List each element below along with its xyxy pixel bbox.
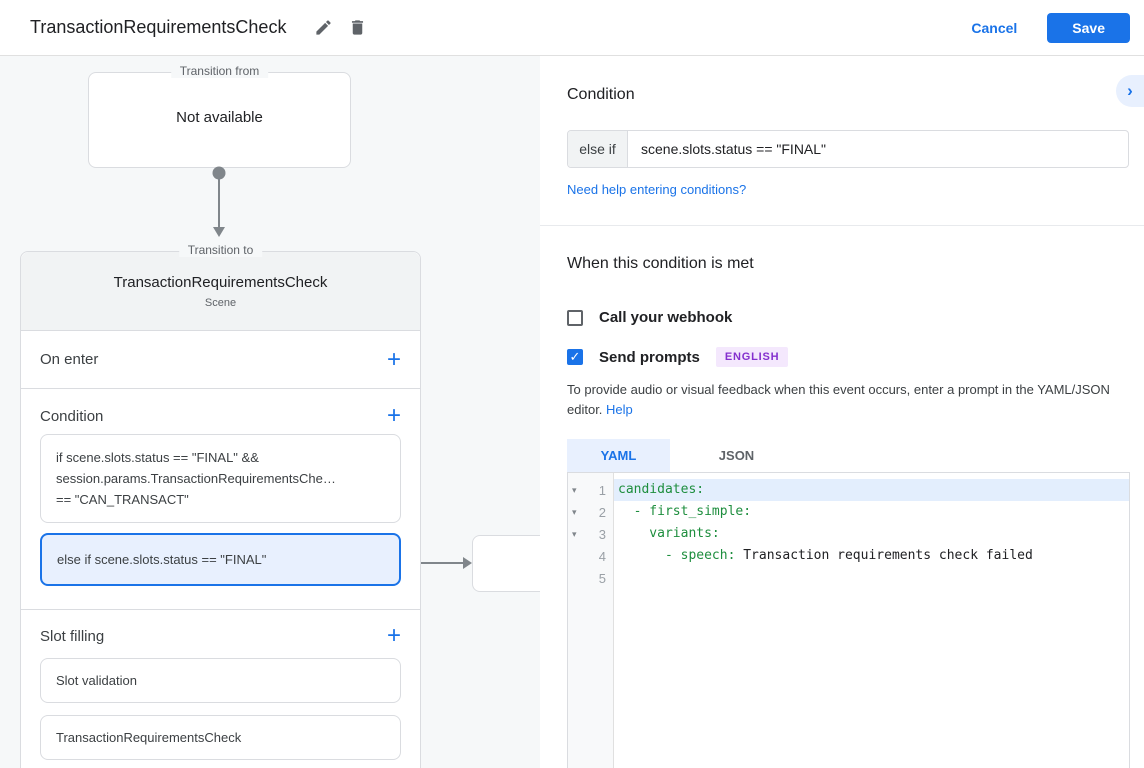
line-number: 2 [598, 504, 606, 520]
code-line: variants: [618, 526, 720, 542]
on-enter-label: On enter [40, 351, 99, 368]
send-prompts-label: Send prompts [599, 348, 700, 366]
trash-icon [351, 20, 363, 35]
code-line [614, 567, 1129, 589]
gutter-line: ▾ 2 [568, 501, 613, 523]
line-number: 4 [598, 548, 606, 564]
transition-target-node[interactable] [472, 535, 540, 592]
header-actions: Cancel Save [971, 12, 1130, 43]
condition-item[interactable]: if scene.slots.status == "FINAL" && sess… [40, 434, 401, 523]
tab-json[interactable]: JSON [718, 448, 755, 464]
condition-item-selected[interactable]: else if scene.slots.status == "FINAL" [40, 533, 401, 586]
collapse-panel-button[interactable]: › [1116, 75, 1144, 107]
page-title: TransactionRequirementsCheck [30, 17, 287, 37]
slot-filling-label: Slot filling [40, 627, 105, 645]
code-line: - first_simple: [618, 504, 752, 520]
language-badge: ENGLISH [715, 347, 789, 367]
add-on-enter-icon[interactable]: + [386, 345, 401, 373]
webhook-label: Call your webhook [599, 309, 733, 326]
edit-title-button[interactable] [306, 11, 340, 45]
conditions-help-link[interactable]: Need help entering conditions? [567, 182, 747, 197]
pencil-icon [316, 20, 331, 35]
condition-section-header: Condition + [21, 389, 420, 429]
fold-icon[interactable]: ▾ [572, 484, 577, 495]
panel-title: Condition [567, 86, 635, 103]
editor-tabs: YAML JSON [567, 439, 1144, 473]
editor-gutter: ▾ 1 ▾ 2 ▾ 3 4 5 [568, 473, 614, 768]
prompt-help-link[interactable]: Help [606, 402, 633, 418]
add-slot-icon[interactable]: + [386, 622, 401, 649]
gutter-line: 4 [568, 545, 613, 567]
tab-yaml[interactable]: YAML [567, 439, 670, 473]
slot-filling-section-header: Slot filling + [21, 610, 420, 649]
transition-from-node[interactable]: Transition from Not available [88, 64, 351, 168]
when-met-heading: When this condition is met [567, 255, 754, 272]
on-enter-section[interactable]: On enter + [21, 331, 420, 389]
gutter-line: ▾ 3 [568, 523, 613, 545]
transition-from-content: Not available [176, 108, 263, 126]
line-number: 5 [598, 570, 606, 586]
save-button[interactable]: Save [1047, 12, 1130, 43]
editor-code-area[interactable]: candidates: - first_simple: variants: - … [614, 473, 1129, 768]
gutter-line: ▾ 1 [568, 479, 613, 501]
panel-divider [540, 225, 1144, 226]
line-number: 3 [598, 526, 606, 542]
code-line: candidates: [614, 479, 1129, 502]
fold-icon[interactable]: ▾ [572, 506, 577, 517]
prompt-description: To provide audio or visual feedback when… [567, 380, 1143, 420]
fold-icon[interactable]: ▾ [572, 528, 577, 539]
yaml-editor[interactable]: ▾ 1 ▾ 2 ▾ 3 4 5 [567, 472, 1130, 768]
slot-item[interactable]: TransactionRequirementsCheck [40, 715, 401, 760]
delete-scene-button[interactable] [340, 11, 374, 45]
condition-label: Condition [40, 407, 104, 425]
line-number: 1 [598, 482, 606, 498]
send-prompts-row: ✓ Send prompts ENGLISH [567, 347, 1144, 367]
scene-node: Transition to TransactionRequirementsChe… [20, 243, 421, 768]
webhook-checkbox[interactable] [567, 309, 583, 326]
condition-expression-row: else if [567, 130, 1129, 168]
scene-title: TransactionRequirementsCheck [113, 273, 328, 291]
cancel-button[interactable]: Cancel [971, 19, 1018, 36]
chevron-right-icon: › [1127, 81, 1133, 100]
code-line: - speech: Transaction requirements check… [618, 548, 1033, 564]
condition-prefix: else if [568, 131, 628, 167]
slot-item[interactable]: Slot validation [40, 658, 401, 703]
transition-from-label: Transition from [170, 64, 269, 78]
slot-filling-section: Slot filling + Slot validation Transacti… [21, 610, 420, 760]
scene-subtitle: Scene [204, 296, 237, 309]
gutter-line: 5 [568, 567, 613, 589]
webhook-row: Call your webhook [567, 309, 1144, 326]
check-icon: ✓ [569, 349, 581, 364]
condition-detail-panel: › Condition else if Need help entering c… [540, 56, 1144, 768]
scene-header[interactable]: TransactionRequirementsCheck Scene [21, 252, 420, 331]
prompt-description-text: To provide audio or visual feedback when… [567, 382, 1110, 418]
send-prompts-checkbox[interactable]: ✓ [567, 349, 583, 365]
transition-to-label: Transition to [178, 243, 263, 257]
add-condition-icon[interactable]: + [386, 402, 401, 429]
top-header: TransactionRequirementsCheck Cancel Save [0, 0, 1144, 56]
condition-section: Condition + if scene.slots.status == "FI… [21, 389, 420, 610]
flow-canvas: Transition from Not available Transition… [0, 56, 540, 768]
condition-expression-input[interactable] [628, 131, 1128, 167]
